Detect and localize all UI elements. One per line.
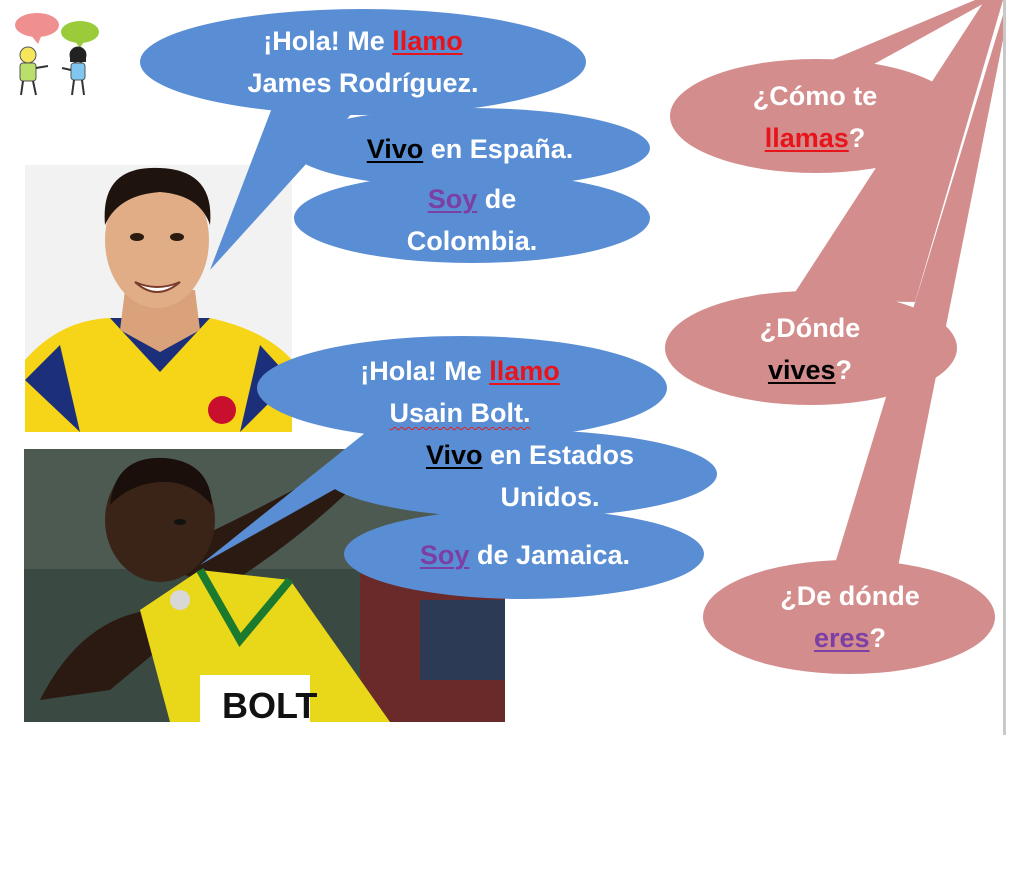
speech-bubble-usain-from [344, 509, 704, 599]
q2-end: ? [835, 355, 853, 385]
speech-bubble-james-name [140, 9, 586, 115]
james-from-text: Soy de Colombia. [330, 178, 614, 262]
speech-bubble-usain-live [323, 430, 717, 518]
usain-soy-rest: de Jamaica. [469, 540, 631, 570]
usain-vivo-rest2: Unidos. [500, 482, 600, 512]
q2-a: ¿Dónde [759, 313, 861, 343]
james-hola: ¡Hola! Me [263, 26, 393, 56]
usain-intro-text: ¡Hola! Me llamo Usain Bolt. [290, 350, 630, 434]
verb-llamo-usain: llamo [489, 356, 560, 386]
usain-hola: ¡Hola! Me [360, 356, 490, 386]
verb-llamo: llamo [392, 26, 463, 56]
james-name: James Rodríguez. [247, 68, 479, 98]
slide-right-edge [1003, 0, 1006, 735]
q3-end: ? [869, 623, 887, 653]
question-bubble-from [703, 560, 995, 674]
question-live-text: ¿Dónde vives? [690, 307, 930, 391]
james-intro-text: ¡Hola! Me llamo James Rodríguez. [180, 20, 546, 104]
question-bubble-name [670, 59, 962, 173]
jersey-bolt-text: BOLT [222, 685, 317, 726]
verb-llamas: llamas [764, 123, 849, 153]
usain-name: Usain Bolt. [389, 398, 531, 428]
question-from-text: ¿De dónde eres? [728, 575, 972, 659]
james-soy-rest: de [477, 184, 517, 214]
question-name-text: ¿Cómo te llamas? [695, 75, 935, 159]
usain-live-text: Vivo en Estados Unidos. [370, 434, 690, 518]
q1-end: ? [848, 123, 866, 153]
james-vivo-rest: en España. [423, 134, 574, 164]
james-live-text: Vivo en España. [320, 128, 620, 170]
speech-bubble-james-live [290, 108, 650, 188]
person-photo-usain: BOLT [24, 449, 505, 726]
verb-eres: eres [813, 623, 870, 653]
verb-soy: Soy [427, 184, 478, 214]
verb-vivo: Vivo [366, 134, 424, 164]
usain-from-text: Soy de Jamaica. [380, 534, 670, 576]
verb-vivo-usain: Vivo [425, 440, 483, 470]
speech-bubble-james-from [294, 173, 650, 263]
verb-vives: vives [767, 355, 836, 385]
usain-vivo-rest: en Estados [482, 440, 635, 470]
james-country: Colombia. [406, 226, 538, 256]
two-kids-talking-icon [15, 13, 99, 96]
speech-bubble-usain-name [257, 336, 667, 440]
q3-a: ¿De dónde [780, 581, 920, 611]
question-bubble-live [665, 291, 957, 405]
q1-a: ¿Cómo te [752, 81, 878, 111]
verb-soy-usain: Soy [419, 540, 470, 570]
